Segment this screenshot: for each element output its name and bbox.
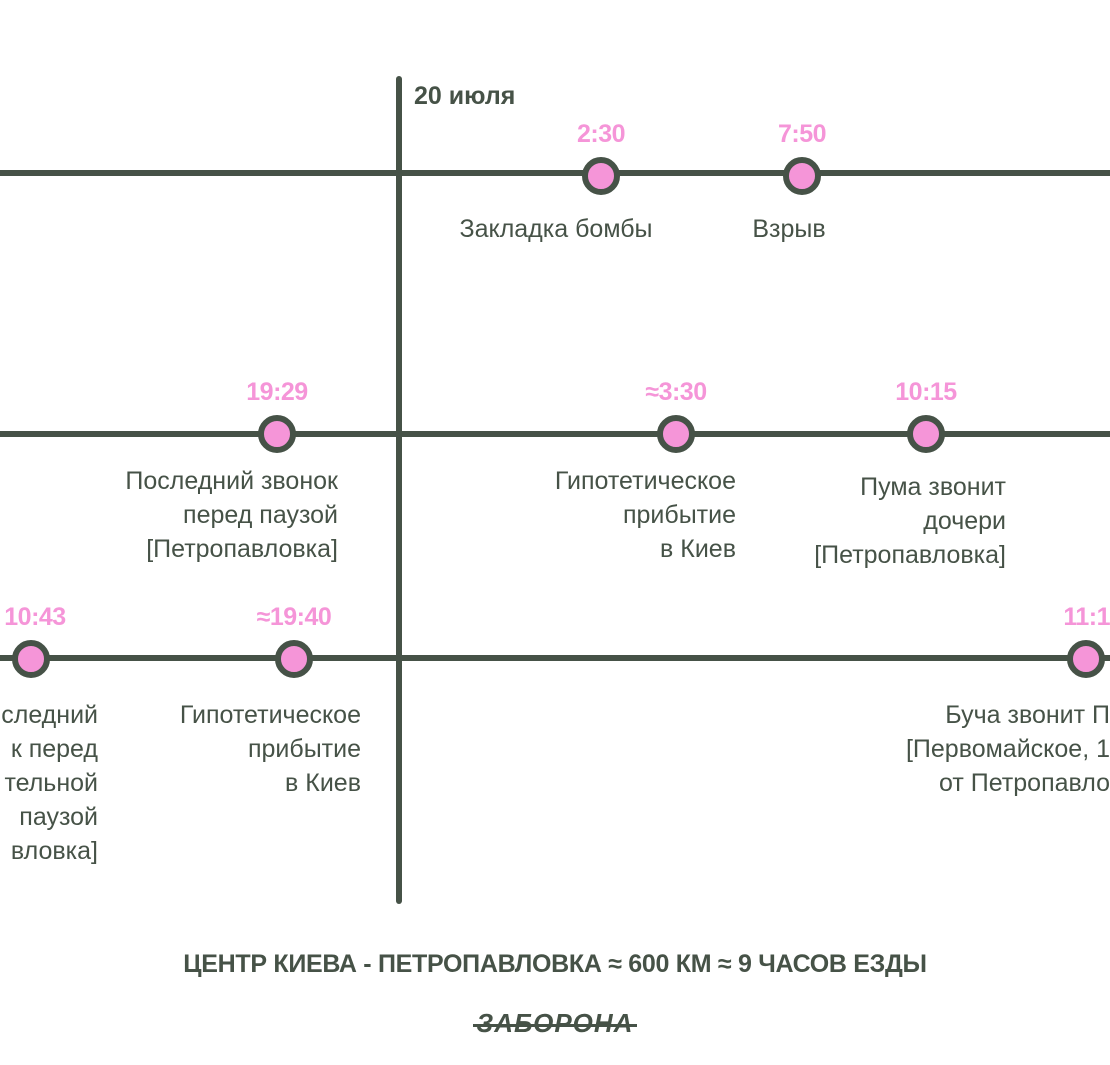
event-label-3: Последний звонок перед паузой [Петропавл…	[125, 467, 338, 563]
event-label-8: Буча звонит П [Первомайское, 1 от Петроп…	[905, 701, 1110, 797]
event-label-4: Гипотетическое прибытие в Киев	[554, 467, 736, 563]
date-marker: 20 июля	[414, 82, 516, 110]
event-dot-4	[657, 415, 695, 453]
distance-caption: ЦЕНТР КИЕВА - ПЕТРОПАВЛОВКА ≈ 600 КМ ≈ 9…	[183, 950, 927, 978]
event-dot-6	[12, 640, 50, 678]
event-time-2: 7:50	[777, 120, 827, 148]
event-time-4: ≈3:30	[645, 378, 707, 406]
logo-text: ЗАБОРОНА	[472, 1008, 638, 1038]
event-dot-5	[907, 415, 945, 453]
date-divider-line	[396, 76, 402, 904]
event-time-6: 10:43	[4, 603, 66, 631]
event-dot-8	[1067, 640, 1105, 678]
event-label-7: Гипотетическое прибытие в Киев	[179, 701, 361, 797]
zaborona-logo: ЗАБОРОНА	[0, 1008, 1110, 1039]
event-dot-3	[258, 415, 296, 453]
event-time-7: ≈19:40	[256, 603, 332, 631]
event-label-1: Закладка бомбы	[459, 215, 653, 243]
event-dot-7	[275, 640, 313, 678]
timeline-row-3	[0, 655, 1110, 661]
event-time-1: 2:30	[576, 120, 626, 148]
event-dot-1	[582, 157, 620, 195]
timeline-row-2	[0, 431, 1110, 437]
event-dot-2	[783, 157, 821, 195]
event-label-5: Пума звонит дочери [Петропавловка]	[814, 473, 1006, 569]
event-label-2: Взрыв	[752, 215, 826, 243]
event-time-5: 10:15	[895, 378, 957, 406]
event-time-3: 19:29	[246, 378, 308, 406]
timeline-row-1	[0, 170, 1110, 176]
event-label-6: следний к перед тельной паузой вловка]	[1, 701, 98, 865]
event-time-8: 11:1	[1063, 603, 1110, 631]
